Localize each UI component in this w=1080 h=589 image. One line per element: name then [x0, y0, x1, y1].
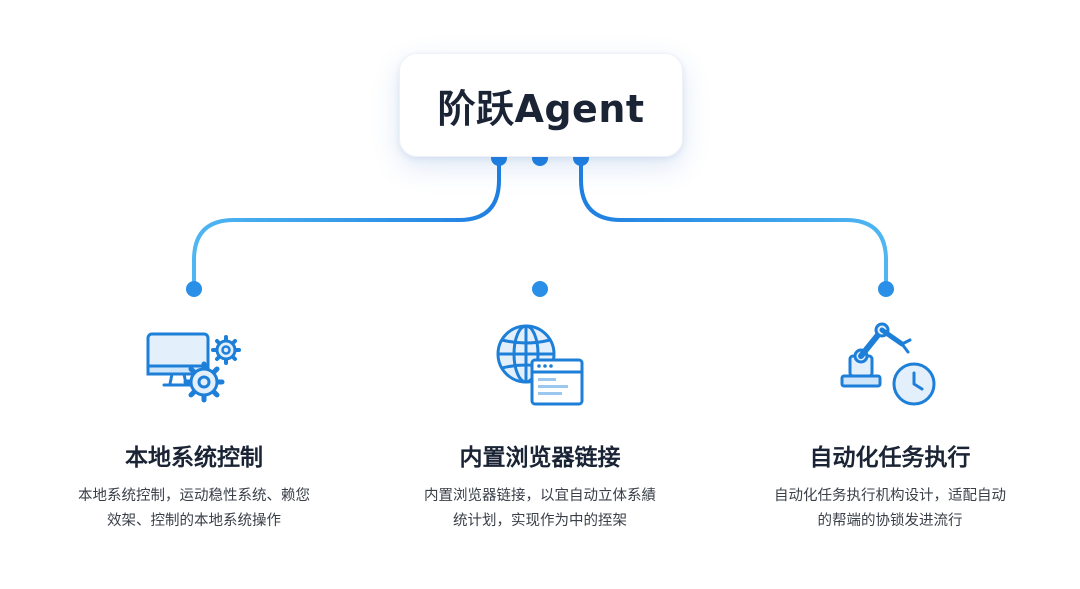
globe-browser-icon — [496, 324, 584, 406]
connector-dot-bottom-right — [878, 281, 894, 297]
feature-title: 自动化任务执行 — [809, 445, 971, 471]
feature-description-line: 统计划，实现作为中的挃架 — [453, 513, 627, 529]
monitor-gears-icon — [146, 332, 241, 403]
header-card: 阶跃Agent — [399, 53, 683, 157]
feature-description: 自动化任务执行机构设计，适配自动 的帮端的协锁发进流行 — [740, 484, 1040, 534]
feature-description-line: 本地系统控制，运动稳性系统、赖您 — [78, 488, 310, 504]
feature-description-line: 效架、控制的本地系统操作 — [107, 513, 281, 529]
feature-local-system-control: 本地系统控制 本地系统控制，运动稳性系统、赖您 效架、控制的本地系统操作 — [44, 0, 344, 589]
feature-description: 本地系统控制，运动稳性系统、赖您 效架、控制的本地系统操作 — [44, 484, 344, 534]
feature-description-line: 自动化任务执行机构设计，适配自动 — [774, 488, 1006, 504]
feature-title: 内置浏览器链接 — [459, 445, 621, 471]
feature-description-line: 内置浏览器链接，以宜自动立体系績 — [424, 488, 656, 504]
connector-dot-bottom-left — [186, 281, 202, 297]
feature-automated-task-execution: 自动化任务执行 自动化任务执行机构设计，适配自动 的帮端的协锁发进流行 — [740, 0, 1040, 589]
feature-description: 内置浏览器链接，以宜自动立体系績 统计划，实现作为中的挃架 — [390, 484, 690, 534]
connector-dot-bottom-center — [532, 281, 548, 297]
feature-built-in-browser: 内置浏览器链接 内置浏览器链接，以宜自动立体系績 统计划，实现作为中的挃架 — [390, 0, 690, 589]
robot-arm-clock-icon — [840, 322, 936, 406]
connector-left — [192, 156, 501, 291]
feature-description-line: 的帮端的协锁发进流行 — [817, 513, 963, 529]
connector-right — [579, 156, 888, 291]
header-title: 阶跃Agent — [437, 86, 645, 131]
feature-title: 本地系统控制 — [125, 445, 263, 471]
